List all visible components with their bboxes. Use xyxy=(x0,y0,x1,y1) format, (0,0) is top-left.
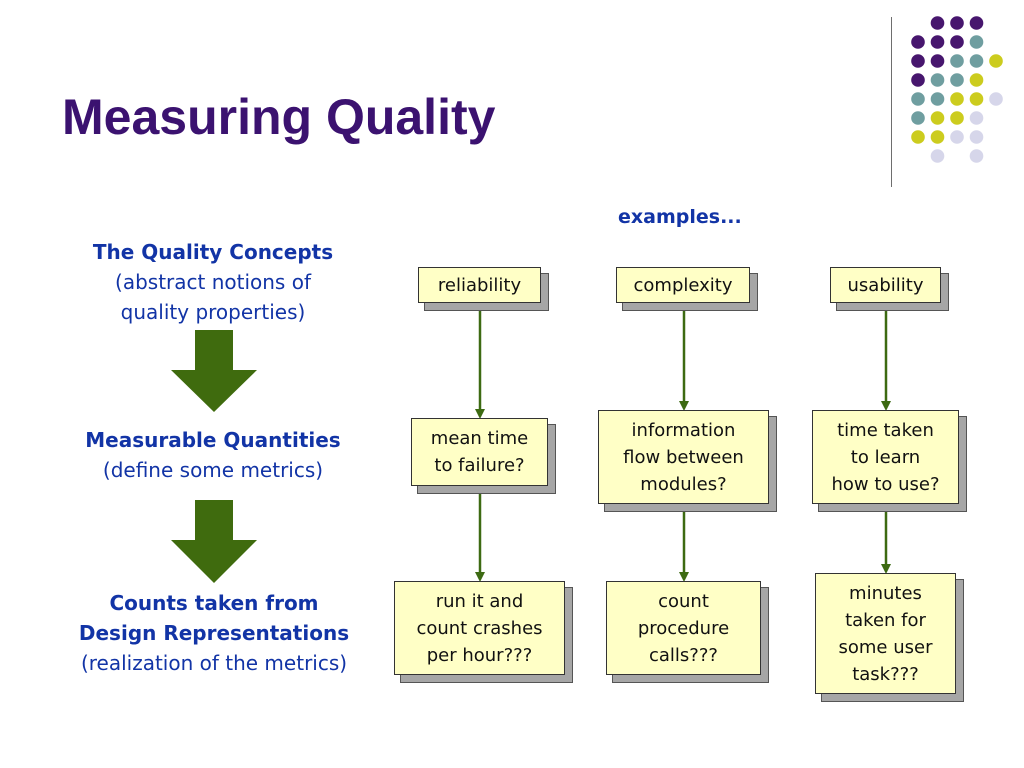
decorative-dot xyxy=(930,111,945,125)
decorative-dot xyxy=(930,130,945,144)
decorative-dot xyxy=(989,92,1003,106)
quantity-box-time-to-learn: time taken to learn how to use? xyxy=(812,410,959,504)
decorative-dot xyxy=(911,35,925,49)
label-counts-taken-line1: (realization of the metrics) xyxy=(80,651,348,675)
decorative-dot xyxy=(911,130,925,144)
label-counts-taken: Counts taken from Design Representations… xyxy=(44,588,384,678)
label-quality-concepts: The Quality Concepts (abstract notions o… xyxy=(43,237,383,327)
decorative-dot xyxy=(969,111,984,125)
decorative-dot xyxy=(950,73,964,87)
label-measurable-quantities: Measurable Quantities (define some metri… xyxy=(43,425,383,485)
decorative-dot xyxy=(930,149,945,163)
decorative-dot xyxy=(911,54,925,68)
concept-box-reliability: reliability xyxy=(418,267,541,303)
decorative-dot xyxy=(911,73,925,87)
quantity-box-mean-time-to-failure: mean time to failure? xyxy=(411,418,548,486)
big-down-arrow-1 xyxy=(171,330,257,412)
divider-line xyxy=(891,17,892,187)
decorative-dot xyxy=(930,35,945,49)
decorative-dot xyxy=(930,54,945,68)
slide-title: Measuring Quality xyxy=(62,89,496,145)
label-quality-concepts-line1: (abstract notions of xyxy=(115,270,311,294)
decorative-dot xyxy=(950,130,964,144)
decorative-dot xyxy=(950,111,964,125)
label-counts-taken-title1: Counts taken from xyxy=(109,591,319,615)
decorative-dot xyxy=(969,130,984,144)
label-quality-concepts-line2: quality properties) xyxy=(120,300,306,324)
examples-label: examples... xyxy=(618,206,742,228)
label-measurable-quantities-line1: (define some metrics) xyxy=(102,458,324,482)
decorative-dot xyxy=(989,54,1003,68)
decorative-dot xyxy=(911,92,925,106)
count-box-procedure-calls: count procedure calls??? xyxy=(606,581,761,675)
concept-box-complexity: complexity xyxy=(616,267,750,303)
decorative-dot xyxy=(930,92,945,106)
decorative-dot xyxy=(969,92,984,106)
decorative-dot xyxy=(950,16,964,30)
label-measurable-quantities-title: Measurable Quantities xyxy=(85,428,341,452)
count-box-minutes-per-task: minutes taken for some user task??? xyxy=(815,573,956,694)
decorative-dot xyxy=(911,111,925,125)
label-counts-taken-title2: Design Representations xyxy=(78,621,350,645)
label-quality-concepts-title: The Quality Concepts xyxy=(92,240,334,264)
quantity-box-information-flow: information flow between modules? xyxy=(598,410,769,504)
decorative-dot xyxy=(969,149,984,163)
decorative-dot xyxy=(969,35,984,49)
decorative-dot xyxy=(930,73,945,87)
count-box-crashes-per-hour: run it and count crashes per hour??? xyxy=(394,581,565,675)
decorative-dot-grid xyxy=(911,16,1003,163)
decorative-dot xyxy=(969,73,984,87)
concept-box-usability: usability xyxy=(830,267,941,303)
decorative-dot xyxy=(930,16,945,30)
big-down-arrow-2 xyxy=(171,500,257,583)
decorative-dot xyxy=(950,92,964,106)
decorative-dot xyxy=(950,54,964,68)
decorative-dot xyxy=(969,16,984,30)
decorative-dot xyxy=(950,35,964,49)
decorative-dot xyxy=(969,54,984,68)
